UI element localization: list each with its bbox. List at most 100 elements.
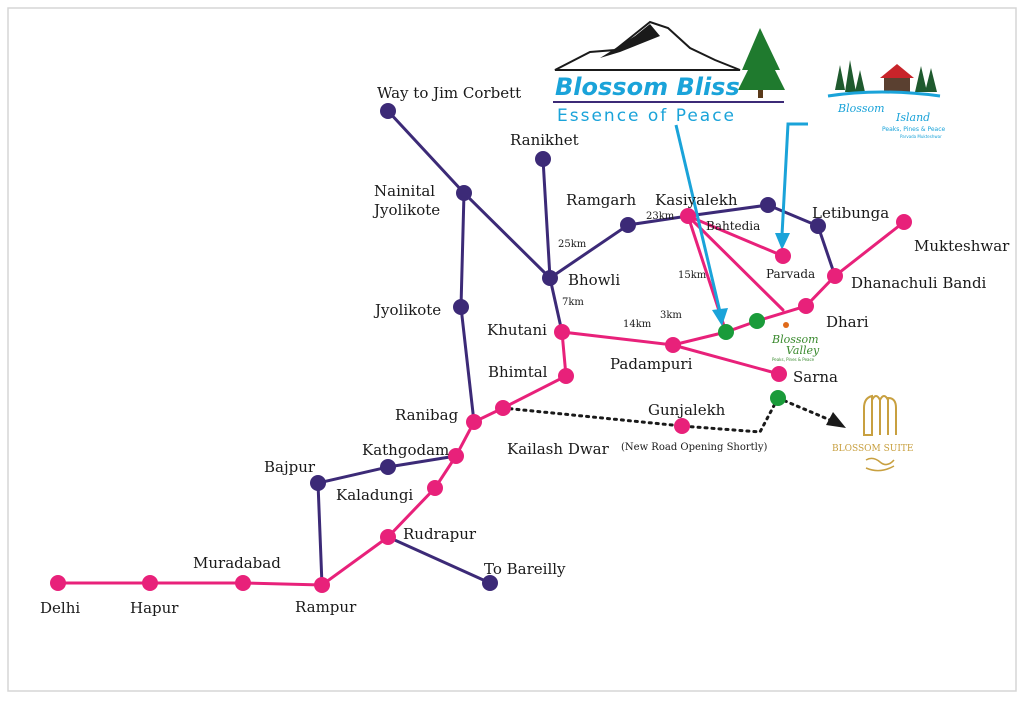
node-bhowli[interactable] — [542, 270, 558, 286]
label-bhowli: Bhowli — [568, 271, 620, 289]
blossom-valley-logo[interactable]: Blossom Valley Peaks, Pines & Peace — [771, 322, 820, 362]
island-house-icon — [884, 78, 910, 92]
node-bajpur[interactable] — [310, 475, 326, 491]
label-new-road-note: (New Road Opening Shortly) — [621, 442, 768, 453]
suite-pillar-icon-1 — [863, 394, 873, 436]
label-kaladungi: Kaladungi — [336, 486, 413, 504]
node-dhari[interactable] — [798, 298, 814, 314]
route-rudrapur-bareilly — [386, 535, 492, 585]
node-to-bareilly[interactable] — [482, 575, 498, 591]
node-ranibag[interactable] — [466, 414, 482, 430]
label-rampur: Rampur — [295, 598, 357, 616]
label-way-to-jim-corbett: Way to Jim Corbett — [377, 84, 521, 102]
label-delhi: Delhi — [40, 599, 80, 617]
suite-pillar-icon-4 — [887, 396, 897, 435]
node-letibunga[interactable] — [810, 218, 826, 234]
node-blossom-valley-a[interactable] — [718, 324, 734, 340]
node-way-to-jim-corbett[interactable] — [380, 103, 396, 119]
distance-labels: 23km 25km 15km 7km 14km 3km — [558, 211, 707, 330]
blossom-valley-title2: Valley — [786, 344, 820, 357]
map-border — [7, 7, 1017, 692]
node-khutani[interactable] — [554, 324, 570, 340]
label-dhari: Dhari — [826, 313, 869, 331]
flower-icon — [783, 322, 789, 328]
node-blossom-valley-b[interactable] — [749, 313, 765, 329]
node-padampuri[interactable] — [665, 337, 681, 353]
node-kathgodam-pink[interactable] — [448, 448, 464, 464]
node-muradabad[interactable] — [235, 575, 251, 591]
route-ranikhet-bhowli — [541, 157, 552, 280]
island-tree-icon-3 — [855, 70, 865, 92]
arrowhead-parvada — [775, 233, 790, 250]
route-bhowli-dhanachuli — [548, 203, 837, 280]
label-ranibag: Ranibag — [395, 406, 459, 424]
blossom-valley-tagline: Peaks, Pines & Peace — [772, 357, 815, 362]
dist-kasiyalekh-valley: 15km — [678, 270, 707, 281]
node-mukteshwar[interactable] — [896, 214, 912, 230]
green-nodes — [718, 313, 786, 406]
island-tree-icon-5 — [925, 68, 937, 92]
blossom-island-tagline: Peaks, Pines & Peace — [882, 126, 946, 133]
node-gunjalekh[interactable] — [674, 418, 690, 434]
label-khutani: Khutani — [487, 321, 547, 339]
suite-arrowhead — [826, 412, 846, 428]
label-nainital: Nainital — [374, 182, 435, 200]
tree-trunk — [758, 90, 763, 98]
new-road-dotted — [501, 396, 832, 434]
island-wave — [827, 90, 941, 98]
blossom-island-sub: Parvada Mukteshwar — [900, 134, 942, 139]
node-nainital-jyolikote[interactable] — [456, 185, 472, 201]
label-ranikhet: Ranikhet — [510, 131, 579, 149]
dist-khutani-padampuri: 14km — [623, 319, 652, 330]
node-parvada[interactable] — [775, 248, 791, 264]
node-ramgarh[interactable] — [620, 217, 636, 233]
label-kailash-dwar: Kailash Dwar — [507, 440, 610, 458]
label-bahtedia: Bahtedia — [706, 219, 760, 233]
route-bhowli-khutani — [548, 276, 564, 334]
node-kaladungi[interactable] — [427, 480, 443, 496]
label-to-bareilly: To Bareilly — [484, 560, 566, 578]
arrow-bliss-to-valley — [674, 124, 722, 313]
arrow-island-to-parvada — [780, 122, 808, 236]
node-jyolikote[interactable] — [453, 299, 469, 315]
node-ranibag-junction[interactable] — [495, 400, 511, 416]
label-padampuri: Padampuri — [610, 355, 693, 373]
island-tree-icon-1 — [835, 65, 845, 90]
route-padampuri-sarna — [671, 343, 781, 376]
node-rudrapur[interactable] — [380, 529, 396, 545]
node-dhanachuli-bandi[interactable] — [827, 268, 843, 284]
route-to-suite — [776, 396, 832, 422]
node-hapur[interactable] — [142, 575, 158, 591]
label-dhanachuli-bandi: Dhanachuli Bandi — [851, 274, 987, 292]
arrowhead-valley — [712, 308, 728, 326]
route-new-road — [501, 396, 780, 434]
node-delhi[interactable] — [50, 575, 66, 591]
island-tree-icon-4 — [915, 66, 927, 92]
node-kathgodam[interactable] — [380, 459, 396, 475]
blossom-island-title2: Island — [895, 111, 930, 124]
node-blossom-suite[interactable] — [770, 390, 786, 406]
node-bahtedia[interactable] — [760, 197, 776, 213]
label-nainital-jyolikote: Nainital Jyolikote — [372, 182, 440, 219]
blossom-bliss-logo[interactable]: Blossom Bliss Essence of Peace — [553, 20, 785, 126]
node-bhimtal[interactable] — [558, 368, 574, 384]
label-gunjalekh: Gunjalekh — [648, 401, 726, 419]
route-kasiyalekh-dhari — [686, 214, 785, 312]
label-parvada: Parvada — [766, 267, 815, 281]
node-rampur[interactable] — [314, 577, 330, 593]
mountain-shadow-icon — [600, 24, 660, 58]
blossom-suite-logo[interactable]: BLOSSOM SUITE — [832, 394, 913, 472]
blossom-valley-title: Blossom — [771, 333, 819, 346]
dist-ramgarh-kasiyalekh: 23km — [646, 211, 675, 222]
dist-ramgarh-bhowli: 25km — [558, 239, 587, 250]
blue-arrows — [674, 122, 808, 313]
node-ranikhet[interactable] — [535, 151, 551, 167]
label-jyolikote-sub: Jyolikote — [372, 201, 440, 219]
blossom-island-logo[interactable]: Blossom Island Peaks, Pines & Peace Parv… — [827, 60, 946, 139]
node-sarna[interactable] — [771, 366, 787, 382]
label-kathgodam: Kathgodam — [362, 441, 449, 459]
node-kasiyalekh[interactable] — [680, 208, 696, 224]
blossom-island-title: Blossom — [837, 102, 885, 115]
